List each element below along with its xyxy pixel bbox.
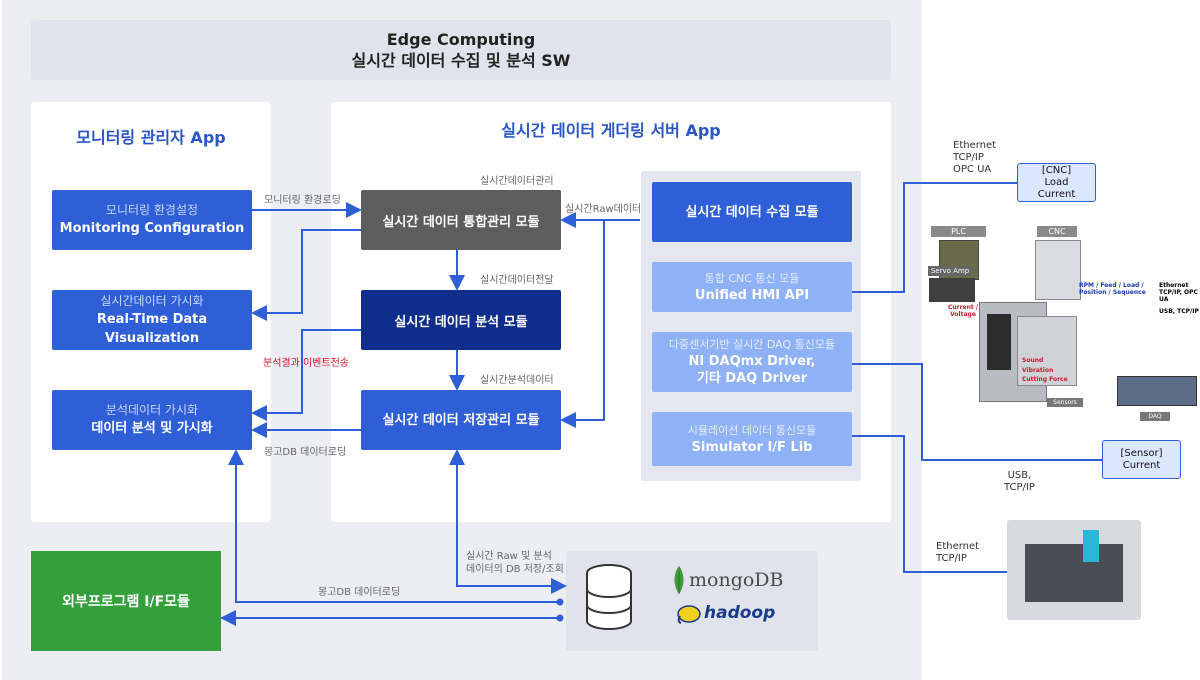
integrated-management-module[interactable]: 실시간 데이터 통합관리 모듈 bbox=[361, 190, 561, 250]
cnc-box-line-1: [CNC] bbox=[1041, 164, 1072, 176]
daq-tag: DAQ bbox=[1140, 412, 1170, 421]
usb-line-1: USB, bbox=[1007, 470, 1032, 481]
label-mongo-load: 몽고DB 데이터로딩 bbox=[264, 447, 347, 458]
vibration-label: Vibration bbox=[1022, 367, 1054, 374]
simulator-part bbox=[1025, 544, 1123, 602]
ethernet-top-line-3: OPC UA bbox=[953, 164, 992, 175]
hadoop-text: hadoop bbox=[704, 603, 776, 623]
machine-usb-label: USB, TCP/IP bbox=[1159, 308, 1199, 315]
monitor-app-title: 모니터링 관리자 App bbox=[76, 128, 226, 147]
label-mongo-load-2: 몽고DB 데이터로딩 bbox=[318, 587, 401, 598]
line-hmi-to-cnc bbox=[852, 182, 1017, 293]
cnc-box-line-3: Current bbox=[1037, 188, 1076, 200]
label-db-store-1: 실시간 Raw 및 분석 bbox=[466, 551, 552, 562]
title-line-1: Edge Computing bbox=[386, 30, 536, 49]
db-connector-dot-2 bbox=[556, 614, 564, 622]
simulator-module-sub: 시뮬레이션 데이터 통신모듈 bbox=[687, 423, 817, 437]
ethernet-top-line-1: Ethernet bbox=[953, 140, 997, 151]
monitoring-config-box[interactable]: 모니터링 환경설정 Monitoring Configuration bbox=[52, 190, 252, 250]
daq-module-sub: 다중센서기반 실시간 DAQ 통신모듈 bbox=[668, 338, 836, 351]
storage-module[interactable]: 실시간 데이터 저장관리 모듈 bbox=[361, 390, 561, 450]
rpm-label: RPM / Feed / Load / Position / Sequence bbox=[1079, 282, 1146, 296]
realtime-visualization-main: Real-Time Data Visualization bbox=[96, 311, 208, 346]
analysis-visualization-sub: 분석데이터 가시화 bbox=[105, 403, 199, 417]
arrow-db-to-analysis-vis bbox=[228, 449, 560, 603]
label-raw-data: 실시간Raw데이터 bbox=[565, 204, 642, 215]
analysis-visualization-main: 데이터 분석 및 가시화 bbox=[91, 421, 213, 436]
ethernet-bottom-label: Ethernet TCP/IP bbox=[936, 541, 979, 565]
machine-illustration: PLC CNC Servo Amp Current / Voltage RPM … bbox=[927, 216, 1200, 421]
db-connector-dot-1 bbox=[556, 598, 564, 606]
monitoring-config-sub: 모니터링 환경설정 bbox=[105, 203, 199, 217]
analysis-visualization-box[interactable]: 분석데이터 가시화 데이터 분석 및 가시화 bbox=[52, 390, 252, 450]
label-event-send: 분석결과 이벤트전송 bbox=[263, 358, 349, 369]
plc-tag: PLC bbox=[931, 226, 986, 237]
usb-line-2: TCP/IP bbox=[1004, 482, 1035, 493]
servo-tag: Servo Amp bbox=[928, 266, 972, 276]
sensor-box-line-1: [Sensor] bbox=[1120, 447, 1163, 459]
cnc-load-current-box: [CNC] Load Current bbox=[1017, 163, 1096, 202]
control-panel bbox=[987, 314, 1011, 370]
label-db-store: 실시간 Raw 및 분석 데이터의 DB 저장/조회 bbox=[466, 550, 564, 576]
mongodb-logo: mongoDB bbox=[672, 564, 792, 596]
current-voltage-label: Current / Voltage bbox=[947, 304, 979, 318]
daq-unit bbox=[1117, 376, 1197, 406]
daq-module-main2: 기타 DAQ Driver bbox=[696, 371, 808, 386]
simulator-module-main: Simulator I/F Lib bbox=[691, 439, 813, 455]
simulator-module[interactable]: 시뮬레이션 데이터 통신모듈 Simulator I/F Lib bbox=[652, 412, 852, 466]
simulator-tool bbox=[1083, 530, 1099, 562]
arrow-integrated-to-visualization bbox=[251, 229, 361, 321]
machine-door bbox=[1017, 316, 1077, 386]
arrow-event-to-analysis-vis bbox=[251, 329, 361, 421]
sound-label: Sound bbox=[1022, 357, 1044, 364]
title-line-2: 실시간 데이터 수집 및 분석 SW bbox=[351, 51, 571, 70]
arrow-raw-to-storage bbox=[560, 220, 605, 428]
server-app-title: 실시간 데이터 게더링 서버 App bbox=[501, 121, 721, 140]
machine-ethernet-label: Ethernet TCP/IP, OPC UA bbox=[1159, 282, 1198, 303]
cnc-box-line-2: Load bbox=[1044, 176, 1069, 188]
collection-module[interactable]: 실시간 데이터 수집 모듈 bbox=[652, 182, 852, 242]
ethernet-bottom-line-2: TCP/IP bbox=[936, 553, 967, 564]
usb-tcpip-label: USB, TCP/IP bbox=[1004, 470, 1035, 494]
arrow-db-to-storage bbox=[449, 449, 465, 587]
mongodb-text: mongoDB bbox=[689, 569, 784, 591]
label-realtime-mgmt: 실시간데이터관리 bbox=[480, 176, 554, 187]
line-daq-to-sensor bbox=[852, 363, 1102, 461]
label-realtime-transfer: 실시간데이터전달 bbox=[480, 275, 554, 286]
label-db-store-2: 데이터의 DB 저장/조회 bbox=[466, 564, 564, 575]
realtime-visualization-box[interactable]: 실시간데이터 가시화 Real-Time Data Visualization bbox=[52, 290, 252, 350]
sensor-box-line-2: Current bbox=[1122, 459, 1161, 471]
daq-module-main1: NI DAQmx Driver, bbox=[688, 354, 816, 369]
analysis-module[interactable]: 실시간 데이터 분석 모듈 bbox=[361, 290, 561, 350]
database-icon bbox=[586, 564, 632, 630]
cutting-force-label: Cutting Force bbox=[1022, 376, 1068, 383]
line-sim-to-simulator bbox=[852, 435, 1007, 573]
diagram-title: Edge Computing 실시간 데이터 수집 및 분석 SW bbox=[31, 20, 891, 80]
cnc-unit bbox=[1035, 240, 1081, 300]
hmi-module[interactable]: 통합 CNC 통신 모듈 Unified HMI API bbox=[652, 262, 852, 312]
collection-module-label: 실시간 데이터 수집 모듈 bbox=[685, 204, 819, 220]
servo-unit bbox=[929, 278, 975, 302]
simulator-thumbnail bbox=[1007, 520, 1141, 620]
daq-module[interactable]: 다중센서기반 실시간 DAQ 통신모듈 NI DAQmx Driver, 기타 … bbox=[652, 332, 852, 392]
sensors-tag: Sensors bbox=[1047, 398, 1083, 407]
mongodb-leaf-icon bbox=[674, 566, 684, 594]
realtime-visualization-sub: 실시간데이터 가시화 bbox=[100, 293, 204, 308]
ethernet-bottom-line-1: Ethernet bbox=[936, 541, 980, 552]
cnc-tag: CNC bbox=[1037, 226, 1077, 237]
hmi-module-sub: 통합 CNC 통신 모듈 bbox=[704, 271, 800, 285]
sensor-current-box: [Sensor] Current bbox=[1102, 440, 1181, 479]
monitoring-config-main: Monitoring Configuration bbox=[59, 221, 245, 236]
label-config-load: 모니터링 환경로딩 bbox=[264, 195, 341, 206]
hadoop-logo: hadoop bbox=[676, 600, 796, 626]
label-analysis-data: 실시간분석데이터 bbox=[480, 375, 554, 386]
ethernet-top-label: Ethernet TCP/IP OPC UA bbox=[953, 140, 996, 176]
ethernet-top-line-2: TCP/IP bbox=[953, 152, 984, 163]
hmi-module-main: Unified HMI API bbox=[694, 287, 810, 303]
hadoop-elephant-icon bbox=[677, 605, 701, 624]
storage-module-label: 실시간 데이터 저장관리 모듈 bbox=[382, 412, 540, 428]
external-if-module[interactable]: 외부프로그램 I/F모듈 bbox=[31, 551, 221, 651]
